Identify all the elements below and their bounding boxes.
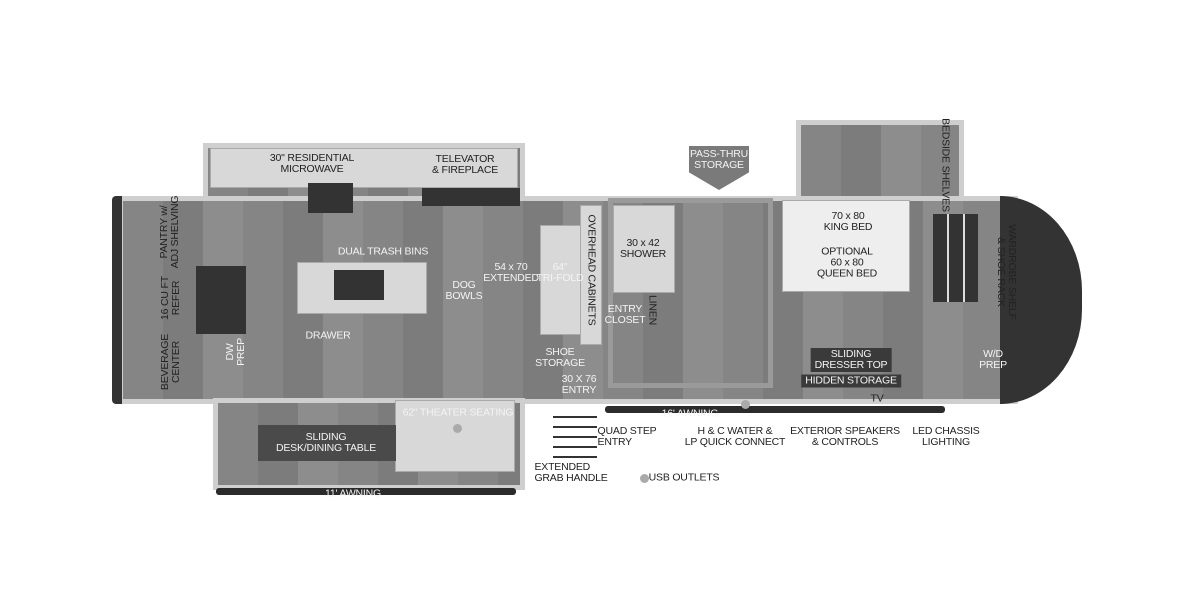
shower	[613, 205, 675, 293]
label-theater: 62" THEATER SEATING	[402, 406, 514, 419]
label-led: LED CHASSIS LIGHTING	[912, 425, 980, 448]
label-microwave: 30" RESIDENTIAL MICROWAVE	[269, 152, 355, 175]
bathroom	[608, 198, 773, 388]
label-passthru: PASS-THRU STORAGE	[689, 148, 749, 171]
entry-steps	[553, 408, 597, 458]
bedroom-slideout	[796, 120, 964, 205]
label-refer: 16 CU FT REFER	[159, 276, 182, 320]
usb-outlet-icon	[741, 400, 750, 409]
label-wardrobe: WARDROBE SHELF & SHOE RACK	[995, 224, 1018, 320]
dining-table	[258, 425, 396, 461]
label-awning-11: 11' AWNING	[324, 487, 382, 500]
label-extended: 54 x 70 EXTENDED	[483, 261, 539, 284]
label-water: H & C WATER & LP QUICK CONNECT	[684, 425, 786, 448]
label-overhead: OVERHEAD CABINETS	[585, 214, 598, 326]
label-linen: LINEN	[646, 295, 659, 325]
overhead-cabinets	[580, 205, 602, 345]
refrigerator	[196, 266, 246, 334]
rear-wall	[112, 196, 122, 404]
label-trash: DUAL TRASH BINS	[337, 245, 429, 258]
bed	[782, 200, 910, 292]
label-trifold: 64" TRI-FOLD	[536, 261, 584, 284]
theater-seating	[395, 400, 515, 472]
label-speakers: EXTERIOR SPEAKERS & CONTROLS	[790, 425, 900, 448]
label-pantry: PANTRY w/ ADJ SHELVING	[158, 195, 181, 269]
bedroom-window	[933, 214, 978, 302]
label-dresser: SLIDING DRESSER TOP	[810, 348, 892, 372]
fireplace	[422, 188, 520, 206]
label-closet: ENTRY CLOSET	[604, 303, 646, 326]
label-king: 70 x 80 KING BED	[823, 210, 873, 233]
label-beverage: BEVERAGE CENTER	[159, 333, 182, 391]
usb-outlet-icon	[453, 424, 462, 433]
label-quad: QUAD STEP ENTRY	[597, 425, 657, 448]
label-shoe: SHOE STORAGE	[535, 346, 585, 369]
label-hidden: HIDDEN STORAGE	[801, 374, 901, 388]
label-desk: SLIDING DESK/DINING TABLE	[275, 431, 377, 454]
island-sink	[334, 270, 384, 300]
label-drawer: DRAWER	[305, 329, 351, 342]
awning-16	[605, 406, 945, 413]
label-tv: TV	[870, 392, 884, 405]
label-bedside: BEDSIDE SHELVES	[939, 118, 952, 212]
usb-legend-icon	[640, 474, 649, 483]
label-dog-bowls: DOG BOWLS	[445, 279, 483, 302]
label-dw-prep: DW PREP	[224, 338, 247, 366]
label-grab: EXTENDED GRAB HANDLE	[534, 461, 608, 484]
label-usb: USB OUTLETS	[648, 471, 720, 484]
label-shower: 30 x 42 SHOWER	[619, 237, 667, 260]
awning-11	[216, 488, 516, 495]
label-wd: W/D PREP	[979, 348, 1007, 371]
label-awning-16: 16' AWNING	[661, 407, 719, 420]
label-entry: 30 X 76 ENTRY	[561, 373, 597, 396]
cooktop	[308, 183, 353, 213]
kitchen-counter	[210, 148, 518, 188]
label-queen: OPTIONAL 60 x 80 QUEEN BED	[816, 245, 878, 280]
label-televator: TELEVATOR & FIREPLACE	[431, 153, 499, 176]
